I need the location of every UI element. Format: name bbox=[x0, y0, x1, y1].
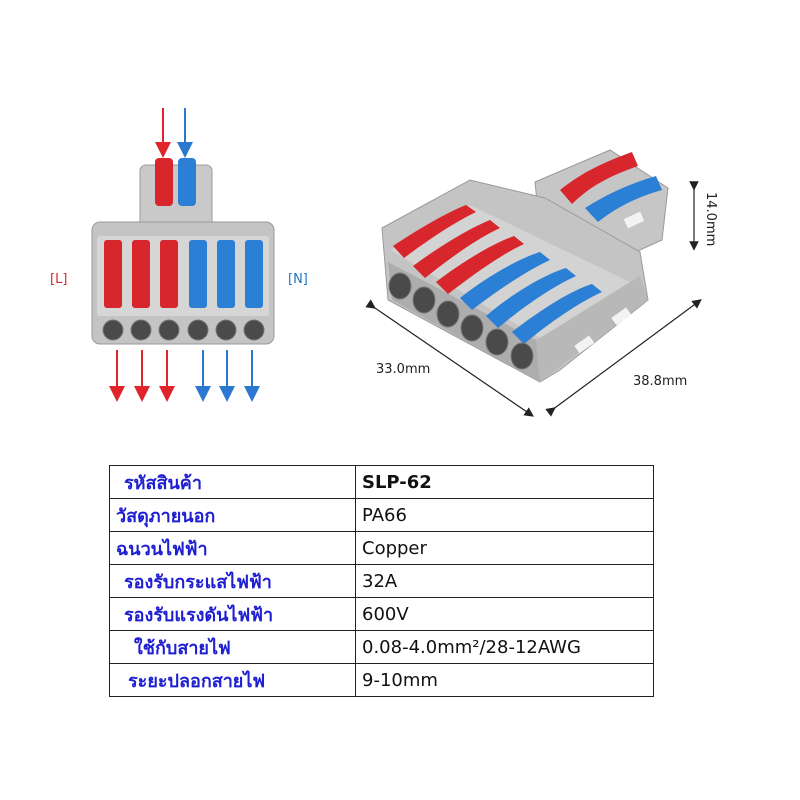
spec-value: 9-10mm bbox=[355, 663, 654, 697]
spec-label: ใช้กับสายไฟ bbox=[109, 630, 356, 664]
dim-label-width: 33.0mm bbox=[376, 362, 431, 377]
dim-line-width bbox=[365, 299, 534, 417]
front-view-connector bbox=[91, 108, 275, 402]
wire-holes-front bbox=[102, 319, 265, 341]
spec-row: ฉนวนไฟฟ้า Copper bbox=[109, 531, 654, 565]
spec-row: รองรับกระแสไฟฟ้า 32A bbox=[109, 564, 654, 598]
spec-label: รองรับกระแสไฟฟ้า bbox=[109, 564, 356, 598]
spec-label: ฉนวนไฟฟ้า bbox=[109, 531, 356, 565]
isometric-connector bbox=[365, 149, 702, 417]
phase-label-l: [L] bbox=[50, 272, 67, 287]
iso-input-lever-blue[interactable] bbox=[585, 176, 662, 222]
iso-lever-blue-1[interactable] bbox=[460, 252, 550, 310]
input-lever-blue[interactable] bbox=[178, 158, 196, 206]
output-lever-red-2[interactable] bbox=[132, 240, 150, 308]
dim-label-height: 14.0mm bbox=[703, 192, 718, 247]
spec-row: รองรับแรงดันไฟฟ้า 600V bbox=[109, 597, 654, 631]
spec-value: SLP-62 bbox=[355, 465, 654, 499]
phase-label-n-text: [N] bbox=[288, 272, 308, 287]
spec-row: ใช้กับสายไฟ 0.08-4.0mm²/28-12AWG bbox=[109, 630, 654, 664]
spec-value: 32A bbox=[355, 564, 654, 598]
spec-label: วัสดุภายนอก bbox=[109, 498, 356, 532]
output-lever-blue-3[interactable] bbox=[245, 240, 263, 308]
iso-lever-red-3[interactable] bbox=[436, 236, 524, 294]
spec-label: รหัสสินค้า bbox=[109, 465, 356, 499]
input-lever-red[interactable] bbox=[155, 158, 173, 206]
output-lever-blue-1[interactable] bbox=[189, 240, 207, 308]
iso-input-lever-red[interactable] bbox=[560, 152, 638, 204]
phase-label-l-text: [L] bbox=[50, 272, 68, 287]
dim-line-length bbox=[545, 299, 702, 417]
spec-table: รหัสสินค้า SLP-62 วัสดุภายนอก PA66 ฉนวนไ… bbox=[109, 465, 654, 697]
spec-value: 600V bbox=[355, 597, 654, 631]
spec-label: รองรับแรงดันไฟฟ้า bbox=[109, 597, 356, 631]
spec-row: รหัสสินค้า SLP-62 bbox=[109, 465, 654, 499]
spec-label: ระยะปลอกสายไฟ bbox=[109, 663, 356, 697]
iso-lever-red-1[interactable] bbox=[393, 205, 476, 258]
output-lever-blue-2[interactable] bbox=[217, 240, 235, 308]
spec-row: ระยะปลอกสายไฟ 9-10mm bbox=[109, 663, 654, 697]
spec-value: Copper bbox=[355, 531, 654, 565]
spec-value: 0.08-4.0mm²/28-12AWG bbox=[355, 630, 654, 664]
output-lever-red-1[interactable] bbox=[104, 240, 122, 308]
spec-value: PA66 bbox=[355, 498, 654, 532]
dim-label-length: 38.8mm bbox=[633, 374, 688, 389]
iso-lever-red-2[interactable] bbox=[413, 220, 500, 278]
phase-label-n: [N] bbox=[288, 272, 308, 287]
spec-row: วัสดุภายนอก PA66 bbox=[109, 498, 654, 532]
output-lever-red-3[interactable] bbox=[160, 240, 178, 308]
product-diagram bbox=[91, 108, 702, 417]
